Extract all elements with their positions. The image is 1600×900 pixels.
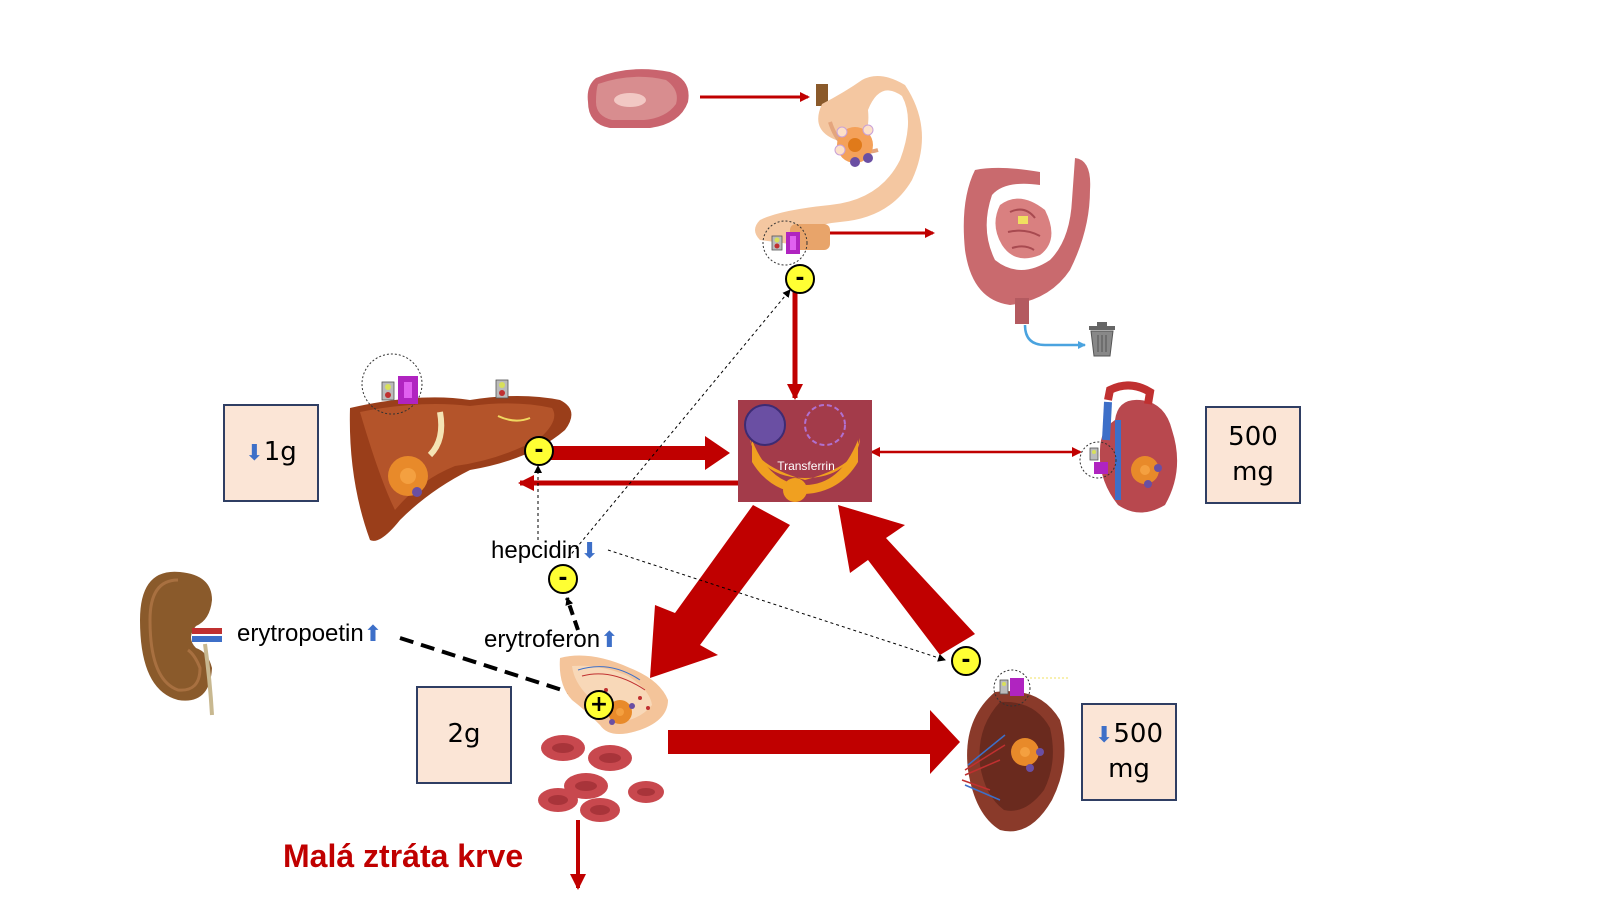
kidney-icon: [140, 571, 222, 716]
bone-marrow-icon: [559, 655, 668, 734]
marrow-to-spleen-arrow: [668, 710, 960, 774]
arrow-down-icon: ⬇: [580, 538, 599, 563]
liver-store-value: ⬇1g: [245, 435, 296, 470]
arrow-down-icon: ⬇: [245, 441, 264, 467]
spleen-store-box: ⬇500 mg: [1081, 703, 1177, 801]
heart-store-box: 500 mg: [1205, 406, 1301, 504]
arrow-down-icon: ⬇: [1094, 722, 1114, 748]
arrow-up-icon: ⬆: [363, 621, 383, 646]
transferrin-label: Transferrin: [777, 459, 835, 473]
transferrin-to-marrow-arrow: [650, 505, 790, 678]
spleen-store-line1: 500: [1113, 718, 1164, 749]
meat-icon: [587, 69, 689, 128]
blood-loss-label: Malá ztráta krve: [283, 838, 524, 874]
erytropoetin-text: erytropoetin: [237, 620, 364, 647]
hepcidin-to-duodenum-dashed: [567, 289, 791, 559]
duodenal-transporter-icon: [762, 220, 830, 266]
heart-icon: [1079, 381, 1178, 513]
spleen-icon: [961, 669, 1070, 832]
hepcidin-text: hepcidin: [491, 537, 581, 564]
intestine-to-trash-arrow: [1023, 324, 1086, 349]
hepcidin-minus-sign: -: [548, 564, 578, 594]
erytropoetin-label: erytropoetin⬆: [237, 620, 382, 648]
spleen-store-line2: mg: [1108, 754, 1150, 784]
transferrin-icon: Transferrin: [738, 400, 872, 502]
intestine-icon: [963, 158, 1091, 324]
liver-minus-sign: -: [524, 436, 554, 466]
erytropoetin-to-marrow-arrow: [399, 636, 591, 701]
duodenum-minus-sign: -: [785, 264, 815, 294]
spleen-to-transferrin-arrow: [838, 505, 975, 655]
hepcidin-label: hepcidin⬇: [491, 537, 599, 565]
erythrocyte-store-text: 2g: [447, 719, 481, 750]
erytroferon-label: erytroferon⬆: [484, 626, 619, 654]
liver-store-box: ⬇1g: [223, 404, 319, 502]
heart-store-line2: mg: [1232, 457, 1274, 487]
erythrocyte-store-box: 2g: [416, 686, 512, 784]
liver-icon: [349, 353, 572, 541]
red-blood-cells-icon: [538, 735, 664, 822]
marrow-plus-sign: +: [584, 690, 614, 720]
stomach-icon: [755, 76, 922, 244]
liver-to-transferrin-arrow: [550, 436, 730, 470]
hepcidin-to-spleen-dashed: [607, 549, 946, 662]
spleen-minus-sign: -: [951, 646, 981, 676]
trash-icon: [1089, 322, 1115, 357]
spleen-store-value: ⬇500: [1095, 717, 1163, 752]
arrow-up-icon: ⬆: [600, 627, 619, 652]
heart-store-line1: 500: [1228, 421, 1278, 452]
erytroferon-to-hepcidin-arrow: [565, 597, 580, 631]
liver-store-text: 1g: [263, 437, 297, 468]
erytroferon-text: erytroferon: [484, 626, 601, 653]
